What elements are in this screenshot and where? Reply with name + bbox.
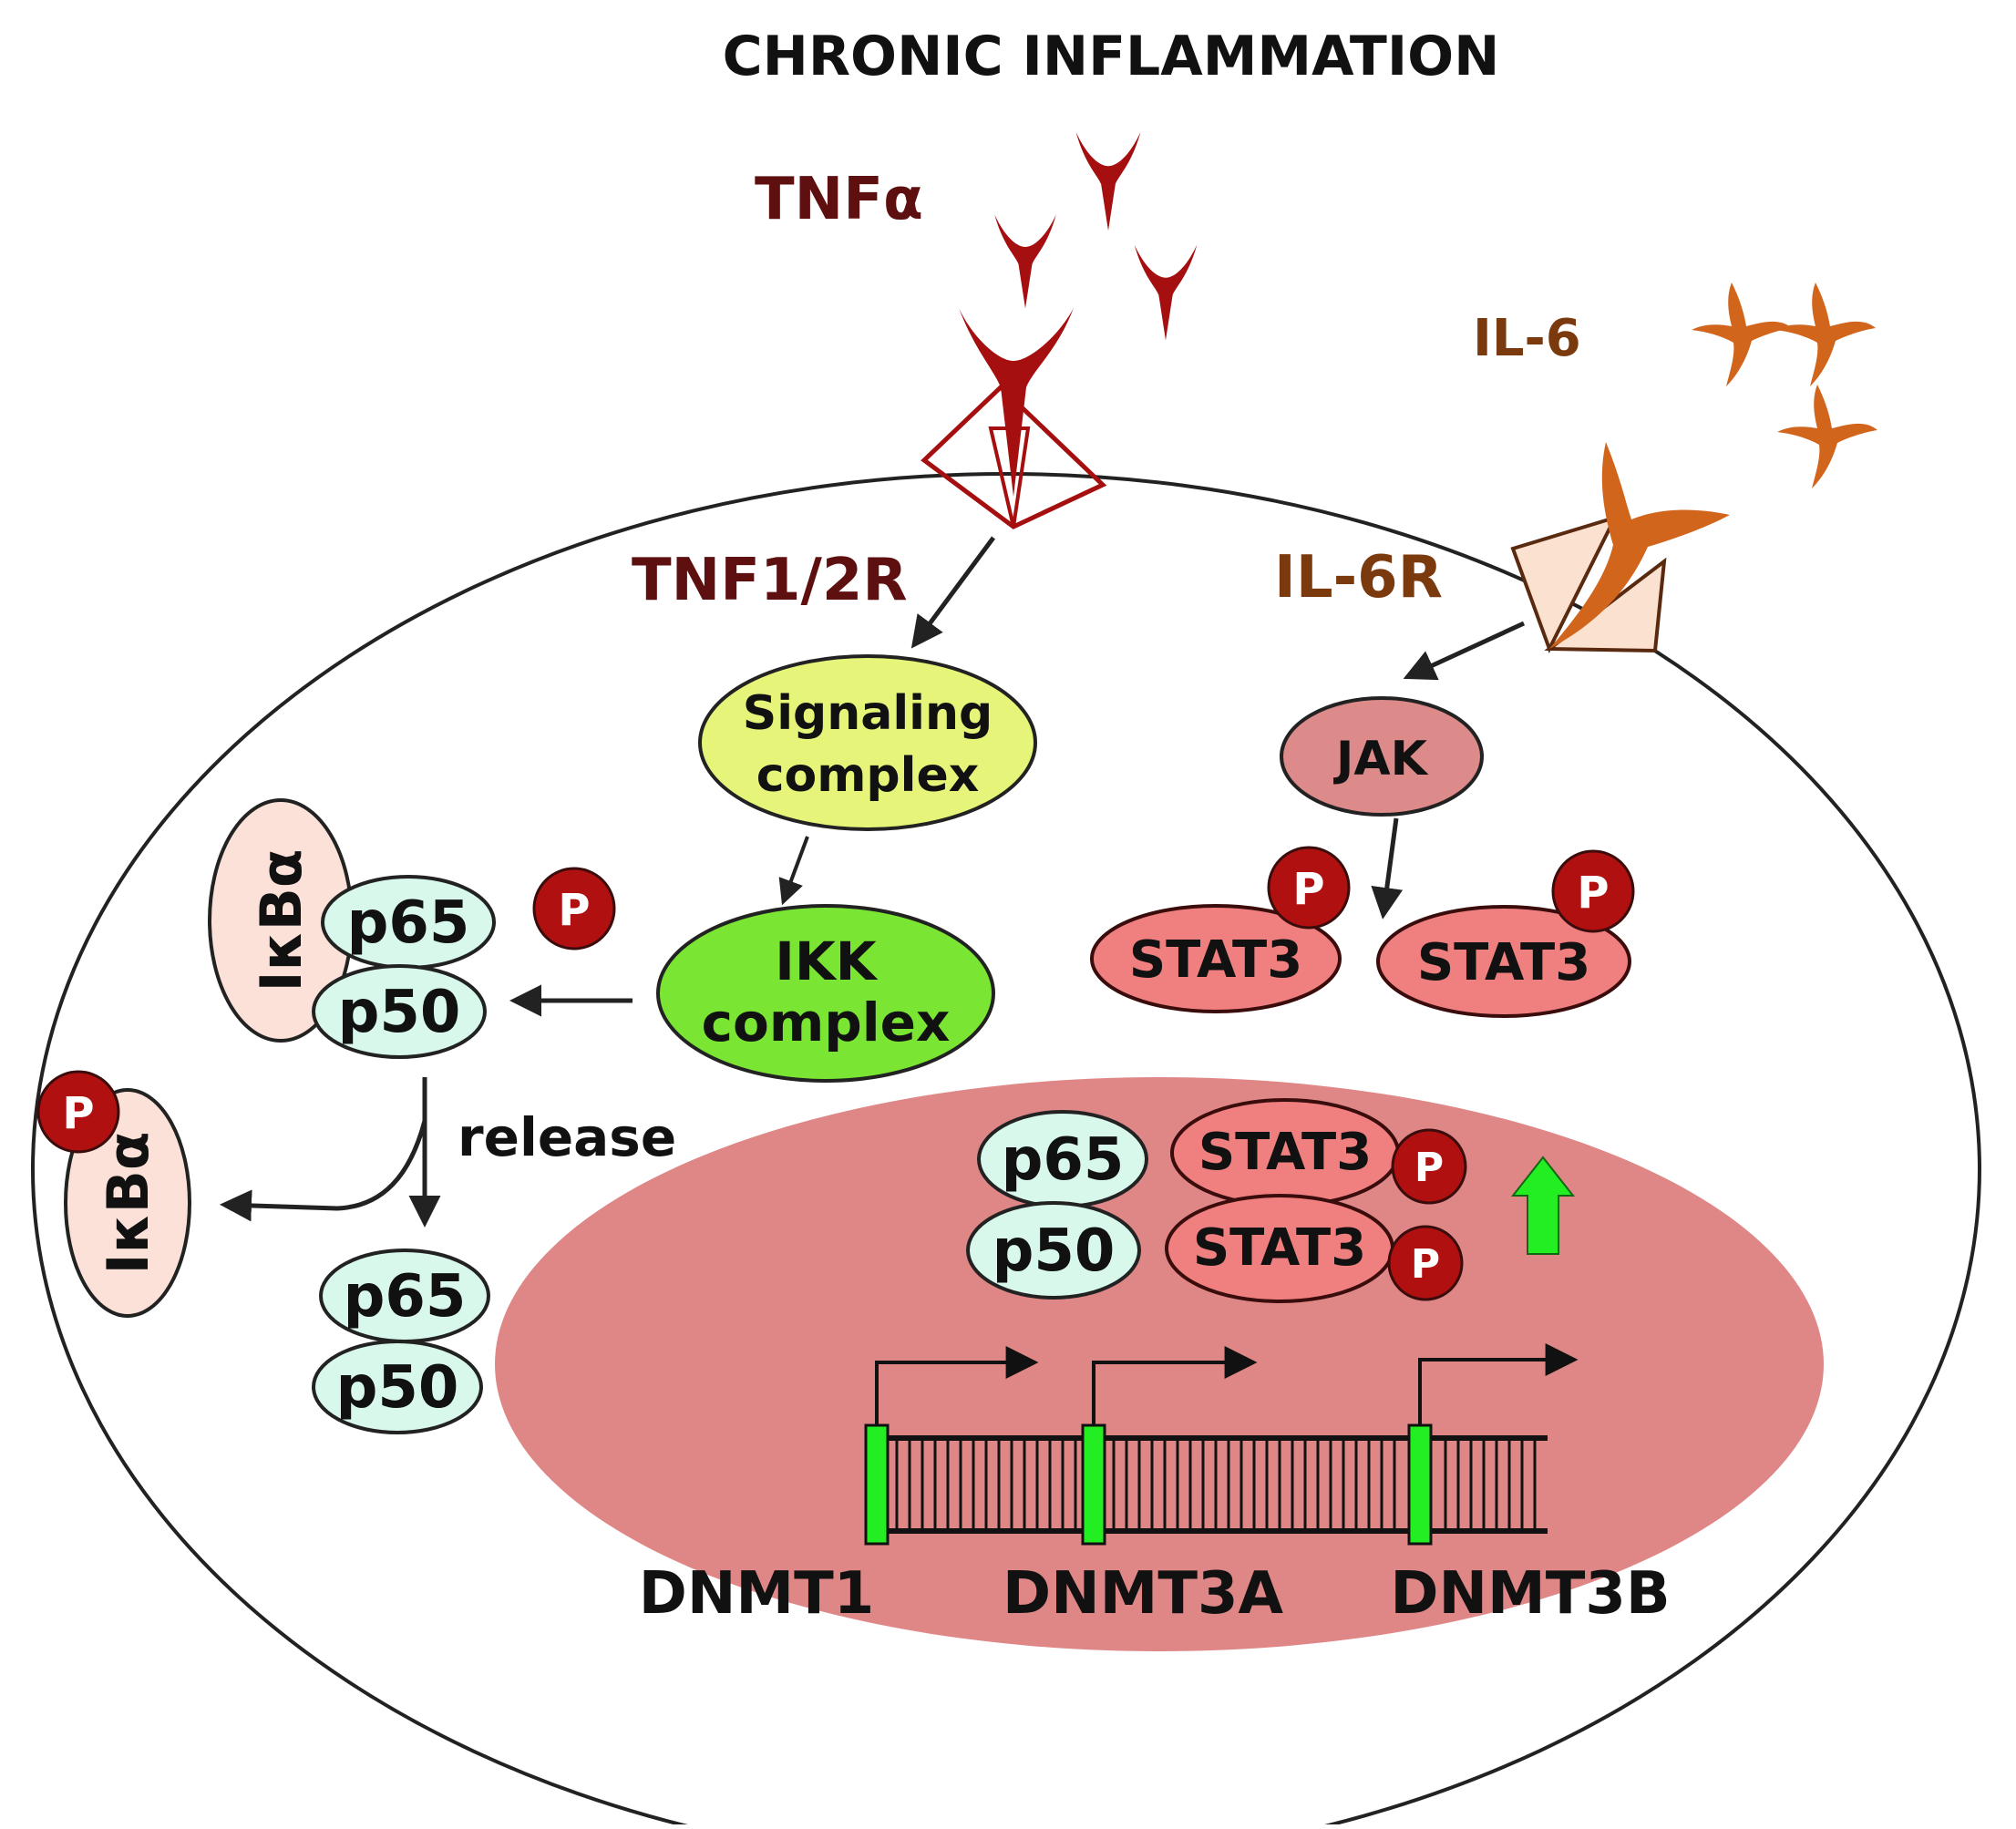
svg-text:P: P — [1577, 868, 1609, 919]
il6-ligand-icon — [1777, 385, 1877, 488]
stat3-label: STAT3 — [1198, 1123, 1372, 1182]
stat3-label: STAT3 — [1193, 1218, 1366, 1278]
tnf-ligand-icon — [1075, 131, 1141, 231]
ikba-released-label: IκBα — [95, 1132, 161, 1275]
phosphate-icon: P — [1387, 1225, 1464, 1301]
stat3-cytoplasm-left — [1090, 904, 1342, 1013]
arrow-signaling-to-ikk — [778, 836, 809, 906]
gene-label-dnmt3a: DNMT3A — [1003, 1560, 1284, 1628]
tnf-alpha-label: TNFα — [755, 166, 923, 233]
arrow-receptor-to-signaling — [910, 536, 996, 649]
p50-bound — [312, 964, 487, 1059]
signaling-complex — [698, 654, 1037, 831]
promoter-dnmt3b — [1407, 1343, 1579, 1546]
p65-free-label: p65 — [344, 1263, 467, 1331]
svg-text:P: P — [558, 885, 590, 936]
il6-receptor-icon — [1510, 442, 1730, 654]
phosphate-icon: P — [1391, 1128, 1467, 1205]
p50-bound-label: p50 — [338, 979, 461, 1046]
p65-nuclear-label: p65 — [1002, 1126, 1125, 1194]
ikk-complex-label-line2: complex — [702, 992, 951, 1053]
signaling-complex-label-line1: Signaling — [743, 686, 993, 741]
arrow-jak-to-stat3 — [1371, 817, 1404, 920]
tnf-receptor-label: TNF1/2R — [632, 547, 908, 614]
ikba-bound-label: IκBα — [248, 849, 314, 992]
ikk-complex-label-line1: IKK — [775, 930, 879, 992]
arrow-il6r-to-jak — [1403, 621, 1526, 681]
jak — [1280, 696, 1484, 817]
tnf-receptor-icon — [921, 308, 1107, 529]
tnf-ligand-icon — [1134, 244, 1198, 341]
il6-receptor-label: IL-6R — [1274, 544, 1443, 611]
stat3-label: STAT3 — [1129, 930, 1302, 990]
p50-nuclear-label: p50 — [993, 1218, 1116, 1285]
gene-label-dnmt1: DNMT1 — [639, 1560, 875, 1628]
svg-text:P: P — [1292, 864, 1324, 915]
phosphate-icon: P — [1267, 846, 1351, 930]
phosphate-icon: P — [36, 1070, 120, 1154]
arrow-release-ikba — [220, 1120, 427, 1222]
il6-label: IL-6 — [1473, 309, 1581, 368]
dna-strand — [880, 1435, 1548, 1534]
il6-ligand-icon — [1692, 283, 1792, 386]
p50-free — [312, 1340, 483, 1434]
tnf-ligand-icon — [994, 214, 1056, 309]
diagram-title: CHRONIC INFLAMMATION — [723, 25, 1500, 88]
p50-nuclear — [966, 1201, 1141, 1300]
gene-label-dnmt3b: DNMT3B — [1390, 1560, 1670, 1628]
stat3-cytoplasm-right — [1376, 905, 1631, 1018]
svg-text:P: P — [62, 1088, 94, 1139]
promoter-dnmt3a — [1081, 1346, 1258, 1546]
jak-label: JAK — [1333, 732, 1429, 786]
svg-text:P: P — [1411, 1241, 1440, 1288]
upregulation-arrow-icon — [1510, 1156, 1576, 1255]
promoter-dnmt1 — [864, 1346, 1039, 1546]
ikk-complex — [656, 904, 995, 1083]
p65-bound-label: p65 — [347, 889, 470, 957]
signaling-complex-label-line2: complex — [756, 748, 980, 803]
phosphate-icon: P — [1551, 849, 1635, 933]
il6-ligand-icon — [1775, 283, 1876, 386]
phosphate-icon: P — [532, 867, 616, 950]
svg-text:P: P — [1414, 1145, 1444, 1191]
stat3-label: STAT3 — [1417, 933, 1590, 992]
release-label: release — [458, 1106, 676, 1168]
dna-rungs — [895, 1438, 1537, 1531]
p50-free-label: p50 — [336, 1354, 459, 1422]
